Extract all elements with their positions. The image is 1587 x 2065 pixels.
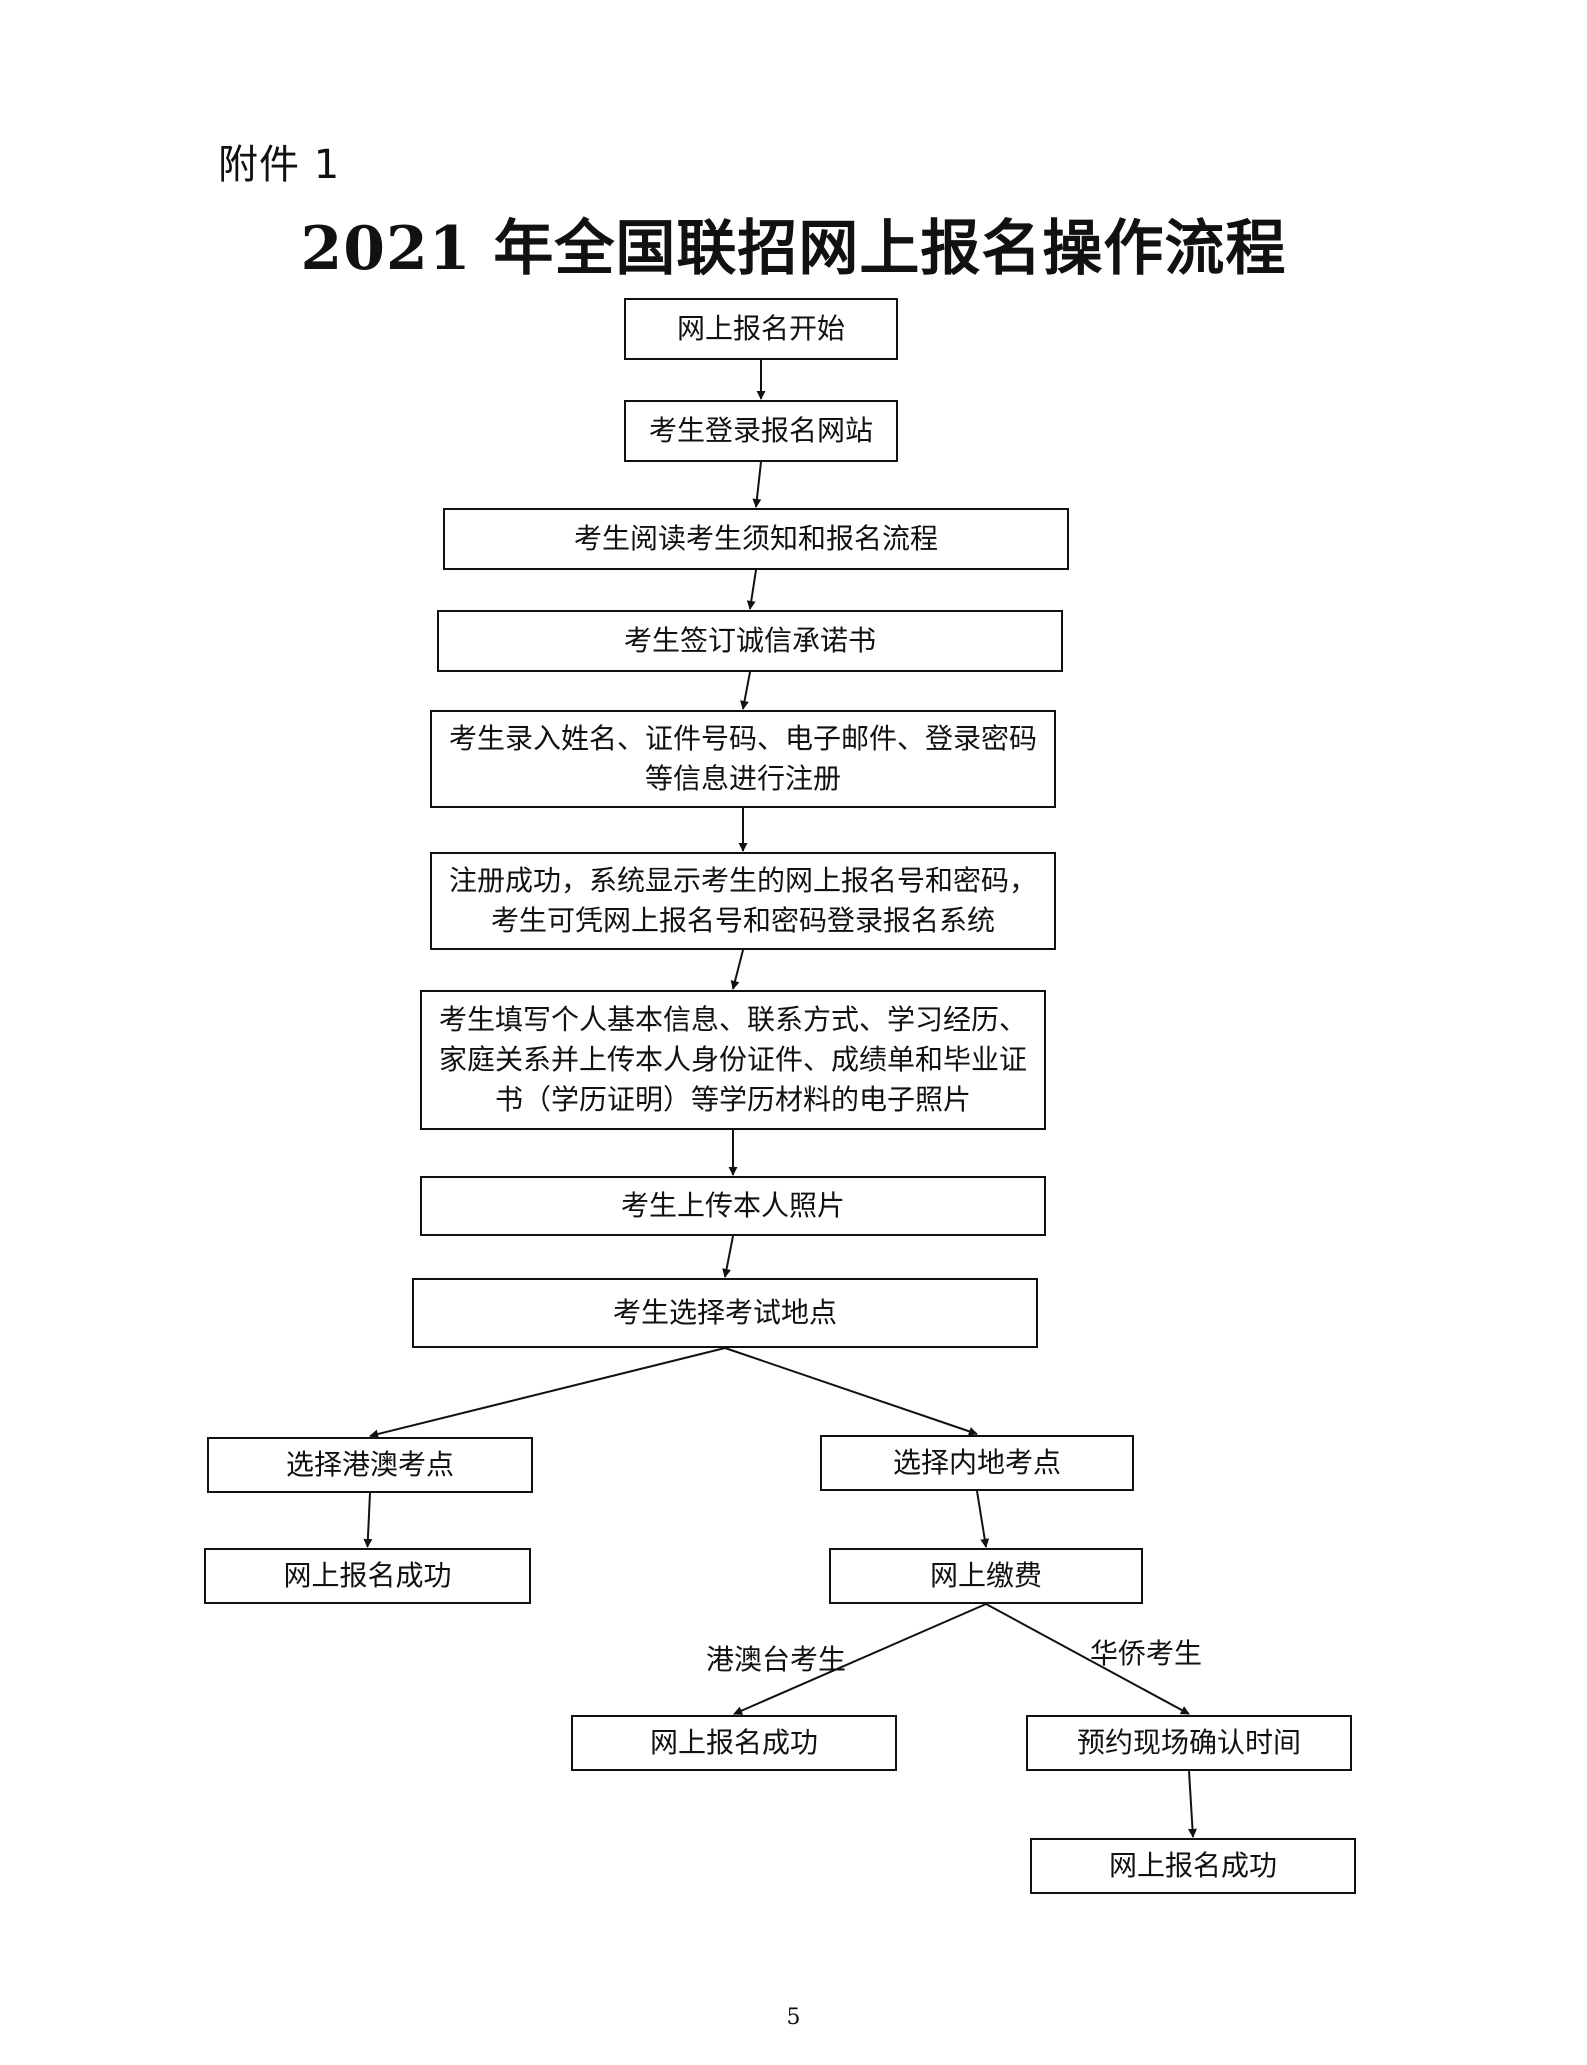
flow-step-line: 考生录入姓名、证件号码、电子邮件、登录密码 bbox=[448, 722, 1037, 755]
flow-step-line: 网上缴费 bbox=[929, 1559, 1042, 1592]
flow-step-text: 考生阅读考生须知和报名流程 bbox=[574, 519, 938, 559]
flow-step-text: 网上报名开始 bbox=[677, 309, 845, 349]
arrow-choose-mainland-to-payment bbox=[976, 1490, 990, 1548]
arrow-choose-site-to-choose-hkmo bbox=[369, 1347, 726, 1439]
flow-step-text: 注册成功，系统显示考生的网上报名号和密码， 考生可凭网上报名号和密码登录报名系统 bbox=[449, 861, 1037, 941]
flow-step-text: 考生填写个人基本信息、联系方式、学习经历、家庭关系并上传本人身份证件、成绩单和毕… bbox=[439, 1000, 1027, 1120]
edge-label-overseas: 华侨考生 bbox=[1090, 1637, 1203, 1670]
flow-step-line: 网上报名开始 bbox=[676, 312, 845, 345]
flow-step-text: 考生录入姓名、证件号码、电子邮件、登录密码等信息进行注册 bbox=[449, 719, 1037, 799]
arrow-login-to-read bbox=[752, 461, 762, 508]
flow-step-register-success: 注册成功，系统显示考生的网上报名号和密码， 考生可凭网上报名号和密码登录报名系统 bbox=[430, 852, 1056, 950]
flow-step-line: 考生阅读考生须知和报名流程 bbox=[573, 522, 938, 555]
page-number: 5 bbox=[786, 2005, 801, 2030]
flow-step-text: 考生登录报名网站 bbox=[649, 411, 873, 451]
flow-step-start: 网上报名开始 bbox=[624, 298, 898, 360]
flow-step-login: 考生登录报名网站 bbox=[624, 400, 898, 462]
flow-step-text: 选择港澳考点 bbox=[286, 1445, 454, 1485]
arrow-appointment-to-success-overseas bbox=[1188, 1770, 1198, 1838]
flow-step-text: 预约现场确认时间 bbox=[1077, 1723, 1301, 1763]
flow-step-line: 选择港澳考点 bbox=[285, 1448, 454, 1481]
flow-step-success-hkmot: 网上报名成功 bbox=[571, 1715, 897, 1771]
flow-step-line: 预约现场确认时间 bbox=[1076, 1726, 1301, 1759]
flow-step-choose-mainland: 选择内地考点 bbox=[820, 1435, 1134, 1491]
flow-step-line: 注册成功，系统显示考生的网上报名号和密码， bbox=[448, 864, 1037, 897]
flow-step-upload-photo: 考生上传本人照片 bbox=[420, 1176, 1046, 1236]
flow-step-text: 考生选择考试地点 bbox=[613, 1293, 837, 1333]
flow-step-text: 网上报名成功 bbox=[650, 1723, 818, 1763]
flow-step-line: 网上报名成功 bbox=[283, 1559, 452, 1592]
flow-step-line: 选择内地考点 bbox=[892, 1446, 1061, 1479]
attachment-label: 附件 1 bbox=[218, 142, 341, 188]
flow-step-line: 网上报名成功 bbox=[1108, 1849, 1277, 1882]
flow-step-text: 考生上传本人照片 bbox=[621, 1186, 845, 1226]
edge-label-hkmot: 港澳台考生 bbox=[706, 1643, 847, 1676]
arrow-choose-hkmo-to-success-hkmo bbox=[363, 1492, 373, 1548]
flow-step-text: 选择内地考点 bbox=[893, 1443, 1061, 1483]
flow-step-line: 书（学历证明）等学历材料的电子照片 bbox=[494, 1083, 971, 1116]
arrow-choose-site-to-choose-mainland bbox=[724, 1347, 978, 1436]
flow-step-sign: 考生签订诚信承诺书 bbox=[437, 610, 1063, 672]
flow-step-line: 考生登录报名网站 bbox=[648, 414, 873, 447]
flow-step-line: 考生选择考试地点 bbox=[612, 1296, 837, 1329]
arrow-upload-photo-to-choose-site bbox=[722, 1235, 734, 1278]
flow-step-success-overseas: 网上报名成功 bbox=[1030, 1838, 1356, 1894]
flow-step-register: 考生录入姓名、证件号码、电子邮件、登录密码等信息进行注册 bbox=[430, 710, 1056, 808]
arrow-payment-to-appointment bbox=[985, 1603, 1190, 1715]
document-title: 2021 年全国联招网上报名操作流程 bbox=[300, 214, 1287, 284]
flow-step-line: 网上报名成功 bbox=[649, 1726, 818, 1759]
flow-step-line: 等信息进行注册 bbox=[644, 762, 841, 795]
flow-step-text: 网上报名成功 bbox=[283, 1556, 451, 1596]
flow-step-text: 网上缴费 bbox=[930, 1556, 1042, 1596]
flow-step-text: 网上报名成功 bbox=[1109, 1846, 1277, 1886]
flow-step-choose-hkmo: 选择港澳考点 bbox=[207, 1437, 533, 1493]
arrow-payment-to-success-hkmot bbox=[733, 1603, 987, 1715]
arrow-read-to-sign bbox=[746, 569, 757, 610]
flow-step-fill-info: 考生填写个人基本信息、联系方式、学习经历、家庭关系并上传本人身份证件、成绩单和毕… bbox=[420, 990, 1046, 1130]
flow-step-success-hkmo: 网上报名成功 bbox=[204, 1548, 531, 1604]
flow-step-line: 考生可凭网上报名号和密码登录报名系统 bbox=[490, 904, 995, 937]
flow-step-appointment: 预约现场确认时间 bbox=[1026, 1715, 1352, 1771]
flow-step-line: 考生上传本人照片 bbox=[620, 1189, 845, 1222]
flow-step-payment: 网上缴费 bbox=[829, 1548, 1143, 1604]
flow-step-read: 考生阅读考生须知和报名流程 bbox=[443, 508, 1069, 570]
arrow-register-success-to-fill-info bbox=[730, 949, 744, 990]
arrow-sign-to-register bbox=[740, 671, 751, 710]
flow-step-line: 家庭关系并上传本人身份证件、成绩单和毕业证 bbox=[438, 1043, 1027, 1076]
flow-step-text: 考生签订诚信承诺书 bbox=[624, 621, 876, 661]
flow-step-choose-site: 考生选择考试地点 bbox=[412, 1278, 1038, 1348]
flow-step-line: 考生签订诚信承诺书 bbox=[623, 624, 876, 657]
flow-step-line: 考生填写个人基本信息、联系方式、学习经历、 bbox=[438, 1003, 1027, 1036]
